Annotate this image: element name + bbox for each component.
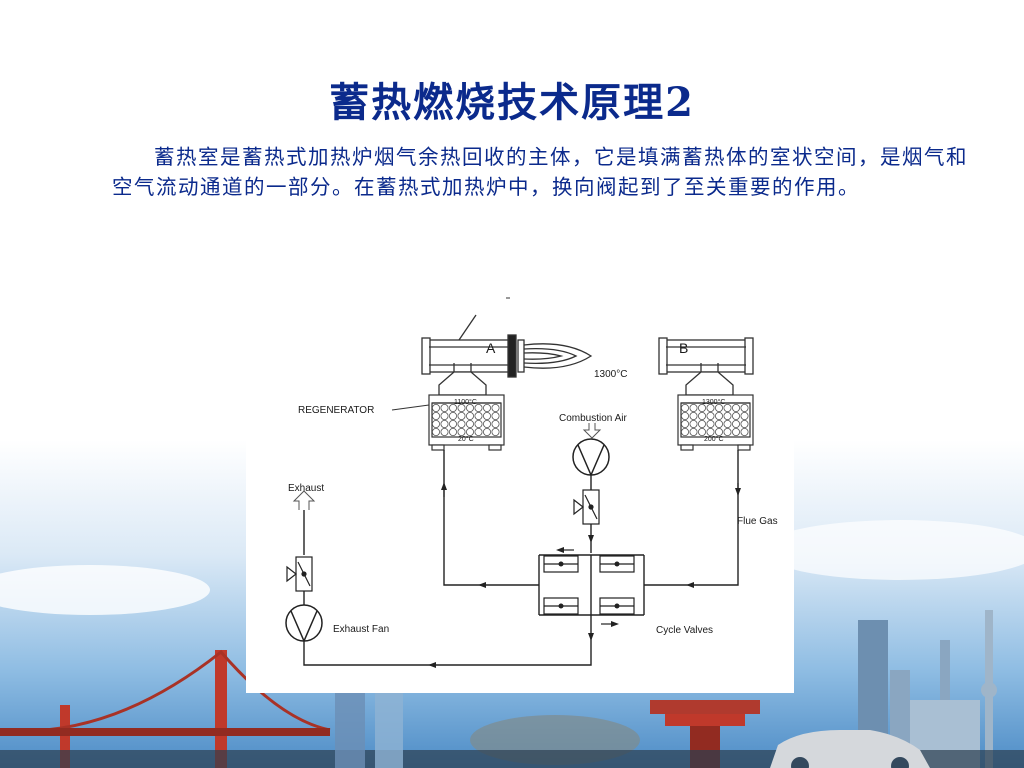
regenerator-cell xyxy=(680,412,689,421)
regenerator-label: REGENERATOR xyxy=(298,405,374,416)
regenerator-cell xyxy=(491,427,500,436)
regenerative-combustion-diagram: A 1100°C 20°C B xyxy=(246,285,794,693)
burner-b xyxy=(658,337,754,396)
regenerator-cell xyxy=(482,419,491,428)
combustion-air-damper xyxy=(573,489,600,525)
body-paragraph: 蓄热室是蓄热式加热炉烟气余热回收的主体，它是填满蓄热体的室状空间，是烟气和空气流… xyxy=(112,145,968,199)
exhaust-outlet-arrow xyxy=(292,490,316,510)
burner-a-label: A xyxy=(486,340,496,356)
regenerator-cell xyxy=(740,427,749,436)
burner-a xyxy=(421,314,593,396)
regenerator-cell xyxy=(740,412,749,421)
regenerator-cell xyxy=(714,404,723,413)
burner-b-label: B xyxy=(679,340,688,356)
regenerator-cell xyxy=(482,412,491,421)
regenerator-cell xyxy=(706,419,715,428)
regenerator-cell xyxy=(731,427,740,436)
regenerator-cell xyxy=(689,419,698,428)
regenerator-a-cells xyxy=(431,404,500,436)
regenerator-cell xyxy=(431,412,440,421)
regenerator-cell xyxy=(440,419,449,428)
regenerator-cell xyxy=(689,412,698,421)
regenerator-cell xyxy=(697,427,706,436)
regenerator-a-top-temp: 1100°C xyxy=(454,398,477,406)
regenerator-cell xyxy=(474,404,483,413)
regenerator-cell xyxy=(491,412,500,421)
regenerator-cell xyxy=(723,427,732,436)
regenerator-cell xyxy=(714,412,723,421)
regenerator-b-bottom-temp: 200°C xyxy=(704,435,724,443)
regenerator-cell xyxy=(723,404,732,413)
regenerator-cell xyxy=(482,427,491,436)
regenerator-cell xyxy=(680,419,689,428)
regenerator-cell xyxy=(431,419,440,428)
exhaust-fan xyxy=(285,604,323,642)
regenerator-cell xyxy=(474,412,483,421)
regenerator-cell xyxy=(448,404,457,413)
flue-gas-label: Flue Gas xyxy=(737,516,778,527)
regenerator-cell xyxy=(465,412,474,421)
cycle-valves-label: Cycle Valves xyxy=(656,625,713,636)
slide-title: 蓄热燃烧技术原理2 xyxy=(329,79,695,126)
regenerator-cell xyxy=(491,419,500,428)
regenerator-cell xyxy=(465,427,474,436)
combustion-air-label: Combustion Air xyxy=(559,413,627,424)
car-illustration xyxy=(770,730,930,768)
regenerator-b-cells xyxy=(680,404,749,436)
regenerator-cell xyxy=(431,427,440,436)
regenerator-cell xyxy=(474,427,483,436)
regenerator-cell xyxy=(689,427,698,436)
regenerator-cell xyxy=(457,404,466,413)
regenerator-cell xyxy=(689,404,698,413)
regenerator-cell xyxy=(714,427,723,436)
regenerator-b-top-temp: 1300°C xyxy=(702,398,725,406)
exhaust-damper xyxy=(286,556,313,592)
regenerator-cell xyxy=(680,427,689,436)
regenerator-cell xyxy=(680,404,689,413)
combustion-air-inlet-arrow xyxy=(582,423,602,439)
regenerator-cell xyxy=(697,419,706,428)
regenerator-cell xyxy=(457,412,466,421)
bridge-illustration xyxy=(0,649,331,768)
regenerator-cell xyxy=(731,404,740,413)
exhaust-fan-label: Exhaust Fan xyxy=(333,624,389,635)
regenerator-cell xyxy=(697,404,706,413)
regenerator-cell xyxy=(706,412,715,421)
regenerator-cell xyxy=(491,404,500,413)
regenerator-cell xyxy=(465,419,474,428)
regenerator-cell xyxy=(440,404,449,413)
regenerator-cell xyxy=(448,419,457,428)
regenerator-cell xyxy=(731,419,740,428)
regenerator-cell xyxy=(465,404,474,413)
flame-temperature-label: 1300°C xyxy=(594,369,627,380)
regenerator-cell xyxy=(697,412,706,421)
regenerator-cell xyxy=(474,419,483,428)
regenerator-a-bottom-temp: 20°C xyxy=(458,435,474,443)
regenerator-cell xyxy=(706,404,715,413)
regenerator-cell xyxy=(448,412,457,421)
regenerator-cell xyxy=(457,427,466,436)
combustion-air-fan xyxy=(572,438,610,476)
regenerator-cell xyxy=(482,404,491,413)
regenerator-cell xyxy=(457,419,466,428)
regenerator-cell xyxy=(440,427,449,436)
regenerator-cell xyxy=(714,419,723,428)
regenerator-cell xyxy=(440,412,449,421)
regenerator-cell xyxy=(723,412,732,421)
regenerator-cell xyxy=(723,419,732,428)
regenerator-cell xyxy=(731,412,740,421)
regenerator-cell xyxy=(448,427,457,436)
regenerator-cell xyxy=(706,427,715,436)
regenerator-cell xyxy=(740,404,749,413)
regenerator-cell xyxy=(431,404,440,413)
regenerator-cell xyxy=(740,419,749,428)
exhaust-label: Exhaust xyxy=(288,483,324,494)
